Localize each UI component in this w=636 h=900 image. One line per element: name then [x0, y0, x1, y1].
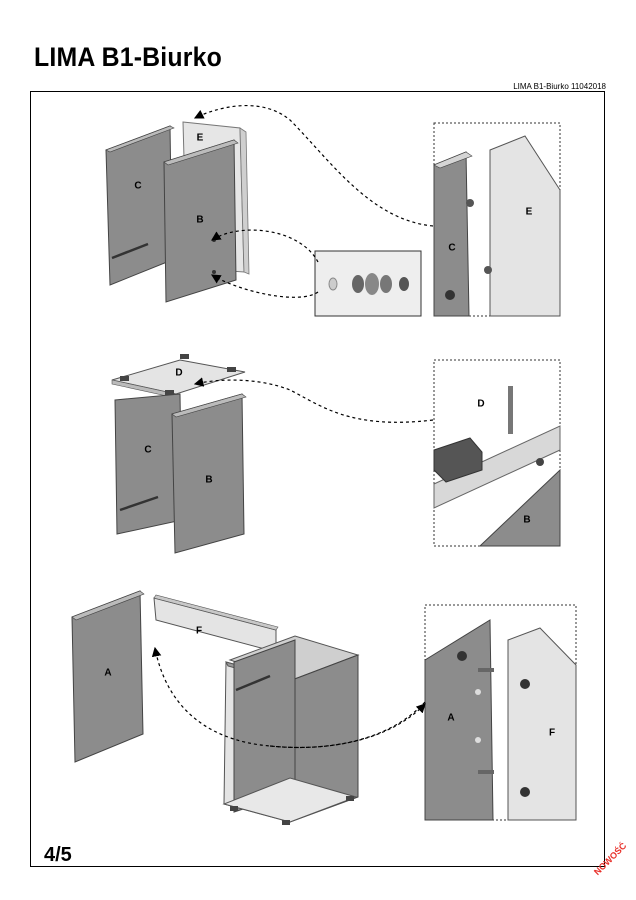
detail-panel-db	[433, 359, 561, 547]
panel-a	[71, 590, 145, 763]
label-detail-d: D	[477, 399, 484, 410]
label-detail-f: F	[549, 728, 555, 739]
label-panel-b: B	[196, 215, 203, 226]
step-2: D C B D B	[111, 354, 561, 554]
document-reference: LIMA B1-Biurko 11042018	[513, 82, 606, 91]
page-number: 4/5	[44, 844, 72, 866]
label-panel-f: F	[196, 626, 202, 637]
panel-b	[163, 139, 239, 303]
document-title: LIMA B1-Biurko	[34, 42, 222, 72]
label-detail-a: A	[447, 713, 454, 724]
detail-panel-ce	[433, 122, 561, 317]
label-panel-d: D	[175, 368, 182, 379]
label-panel-c: C	[134, 181, 141, 192]
panel-f	[153, 594, 279, 653]
instruction-frame	[30, 91, 605, 867]
label-panel-a: A	[104, 668, 111, 679]
label-panel-c-2: C	[144, 445, 151, 456]
cabinet-body	[222, 635, 360, 825]
label-panel-e: E	[197, 133, 204, 144]
step-3: A F A F	[71, 590, 577, 825]
label-panel-b-2: B	[205, 475, 212, 486]
label-detail-e: E	[526, 207, 533, 218]
label-detail-c: C	[448, 243, 455, 254]
detail-panel-af	[424, 604, 577, 821]
panel-d	[111, 354, 246, 399]
panel-c	[105, 125, 175, 286]
step-1: E C B C E	[105, 105, 561, 317]
panel-b-2	[171, 393, 247, 554]
detail-connector	[314, 250, 422, 317]
label-detail-b: B	[523, 515, 530, 526]
